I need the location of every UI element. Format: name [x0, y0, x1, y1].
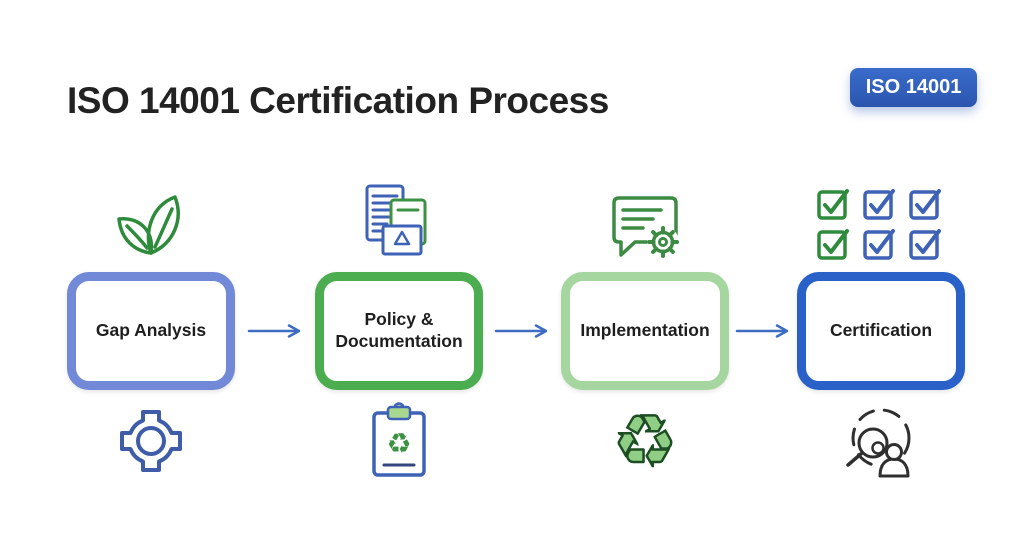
process-box-certification: Certification	[797, 272, 965, 390]
recycle-arrows-icon: ♻	[611, 399, 678, 483]
arrow-right-icon	[247, 324, 301, 338]
box-label: Gap Analysis	[95, 320, 207, 341]
arrow-right-icon	[494, 324, 548, 338]
process-box-gap-analysis: Gap Analysis	[67, 272, 235, 390]
box-label: Certification	[829, 320, 933, 341]
page-title: ISO 14001 Certification Process	[67, 80, 609, 121]
documents-recycle-icon	[355, 180, 443, 266]
step-implementation: Implementation ♻	[535, 180, 755, 480]
clipboard-recycle-icon: ♻	[359, 402, 439, 480]
checklist-grid-icon	[815, 180, 947, 266]
badge-label: ISO 14001	[865, 76, 962, 98]
recycle-glyph: ♻	[611, 399, 678, 483]
iso-14001-badge: ISO 14001	[850, 68, 977, 107]
process-box-policy-documentation: Policy & Documentation	[315, 272, 483, 390]
arrow-right-icon	[735, 324, 789, 338]
box-label: Policy & Documentation	[335, 309, 463, 351]
audit-magnifier-icon	[835, 402, 927, 480]
chat-gear-icon	[603, 180, 687, 266]
box-label: Implementation	[580, 320, 710, 341]
step-policy-documentation: Policy & Documentation ♻	[289, 180, 509, 480]
leaf-icon	[111, 180, 191, 266]
gear-icon	[116, 402, 186, 480]
step-gap-analysis: Gap Analysis	[41, 180, 261, 480]
process-box-implementation: Implementation	[561, 272, 729, 390]
step-certification: Certification	[771, 180, 991, 480]
recycle-glyph: ♻	[386, 427, 411, 460]
